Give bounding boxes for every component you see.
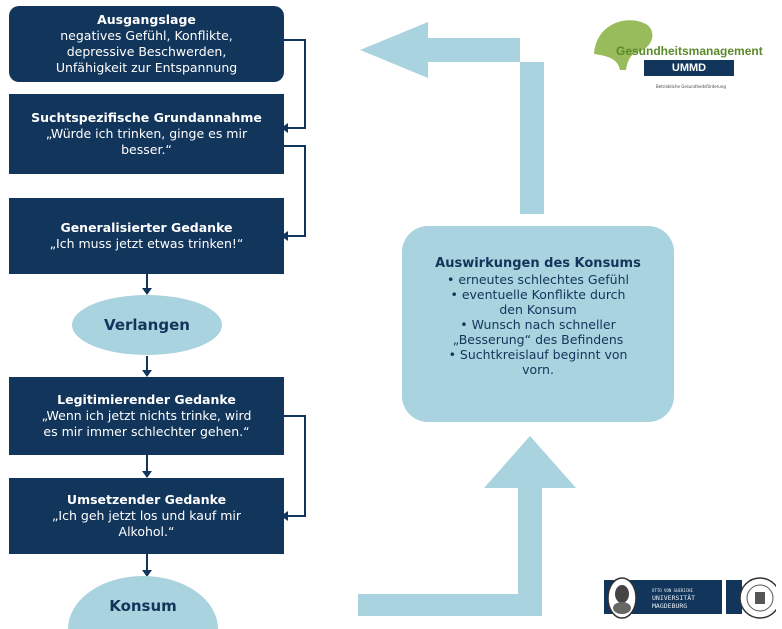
auswirkungen-item: • Suchtkreislauf beginnt von [448,347,628,362]
guericke-portrait-icon [604,577,646,619]
grundannahme-line2: besser.“ [121,142,172,157]
auswirkungen-item: den Konsum [499,302,577,317]
auswirkungen-item: • erneutes schlechtes Gefühl [446,272,629,287]
umsetzend-title: Umsetzender Gedanke [66,492,227,507]
generalisiert-title: Generalisierter Gedanke [60,220,233,235]
university-logo: OTTO VON GUERICKE UNIVERSITÄT MAGDEBURG [598,572,782,629]
box-grundannahme: Suchtspezifische Grundannahme „Würde ich… [9,94,284,174]
gm-text: Gesundheitsmanagement [616,44,763,58]
ausgangslage-line2: depressive Beschwerden, [66,44,227,59]
university-line1: OTTO VON GUERICKE [652,588,693,593]
legitimierend-line1: „Wenn ich jetzt nichts trinke, wird [41,408,252,423]
connector-1 [284,39,306,129]
up-arrow [358,436,576,616]
generalisiert-line1: „Ich muss jetzt etwas trinken!“ [49,236,244,251]
auswirkungen-item: „Besserung“ des Befindens [452,332,624,347]
university-line3: MAGDEBURG [652,602,688,610]
university-badge: OTTO VON GUERICKE UNIVERSITÄT MAGDEBURG [646,580,722,614]
legitimierend-line2: es mir immer schlechter gehen.“ [43,424,250,439]
return-arrow [360,22,544,214]
seal-icon [726,577,776,619]
auswirkungen-title: Auswirkungen des Konsums [435,256,641,271]
box-legitimierend: Legitimierender Gedanke „Wenn ich jetzt … [9,377,284,455]
ausgangslage-line1: negatives Gefühl, Konflikte, [60,28,233,43]
connector-2 [284,145,306,237]
grundannahme-title: Suchtspezifische Grundannahme [31,110,262,125]
grundannahme-line1: „Würde ich trinken, ginge es mir [45,126,248,141]
konsum-label: Konsum [109,596,177,615]
auswirkungen-item: • eventuelle Konflikte durch [450,287,626,302]
umsetzend-line2: Alkohol.“ [118,524,175,539]
box-umsetzend: Umsetzender Gedanke „Ich geh jetzt los u… [9,478,284,554]
university-line2: UNIVERSITÄT [652,594,696,602]
ausgangslage-line3: Unfähigkeit zur Entspannung [55,60,238,75]
auswirkungen-item: • Wunsch nach schneller [460,317,616,332]
oval-verlangen: Verlangen [72,295,222,355]
umsetzend-line1: „Ich geh jetzt los und kauf mir [51,508,242,523]
legitimierend-title: Legitimierender Gedanke [57,392,236,407]
auswirkungen-item: vorn. [522,362,554,377]
ausgangslage-title: Ausgangslage [97,12,196,27]
box-generalisiert: Generalisierter Gedanke „Ich muss jetzt … [9,198,284,274]
connector-3 [284,415,306,517]
box-ausgangslage: Ausgangslage negatives Gefühl, Konflikte… [9,6,284,82]
ginkgo-leaf-icon [594,20,653,70]
gm-sub: Betriebliche Gesundheitsförderung [656,84,726,89]
auswirkungen-list: • erneutes schlechtes Gefühl • eventuell… [412,272,664,377]
gesundheitsmanagement-logo: Gesundheitsmanagement UMMD Betriebliche … [586,14,782,100]
box-auswirkungen: Auswirkungen des Konsums • erneutes schl… [402,226,674,422]
gm-badge: UMMD [644,60,734,76]
